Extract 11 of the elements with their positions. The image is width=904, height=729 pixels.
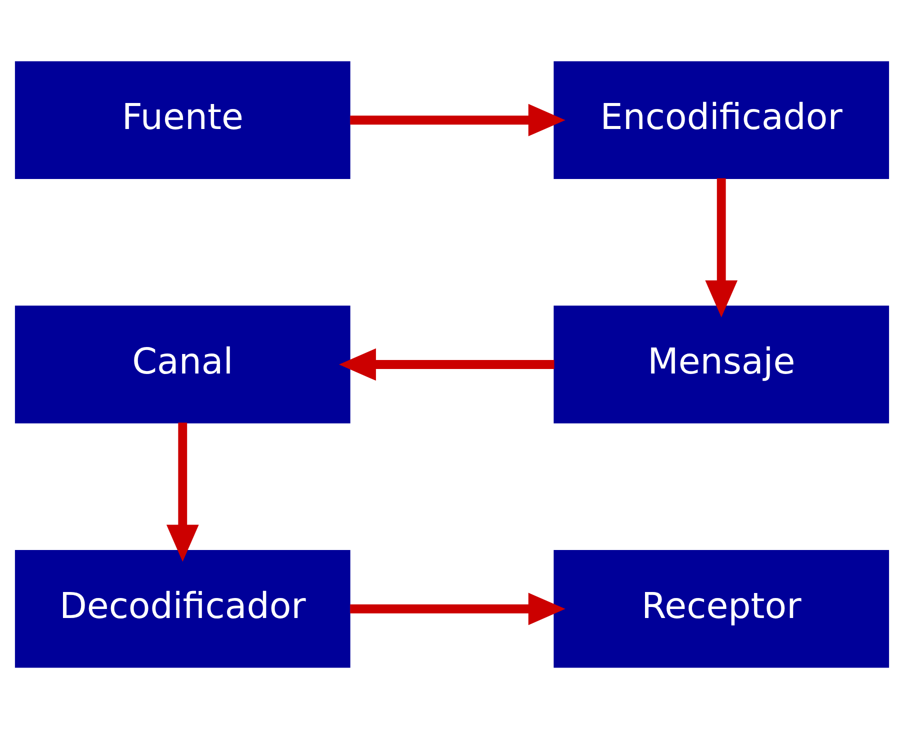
node-box: Receptor bbox=[554, 550, 890, 668]
node-box: Canal bbox=[14, 306, 350, 424]
node-box: Mensaje bbox=[554, 306, 890, 424]
arrow bbox=[350, 104, 566, 136]
node-box: Encodificador bbox=[554, 61, 890, 179]
arrow bbox=[350, 592, 566, 626]
arrow bbox=[705, 178, 738, 318]
arrow bbox=[166, 422, 199, 562]
node-box: Decodificador bbox=[14, 550, 350, 668]
node-box: Fuente bbox=[14, 61, 350, 179]
arrow bbox=[338, 348, 554, 381]
